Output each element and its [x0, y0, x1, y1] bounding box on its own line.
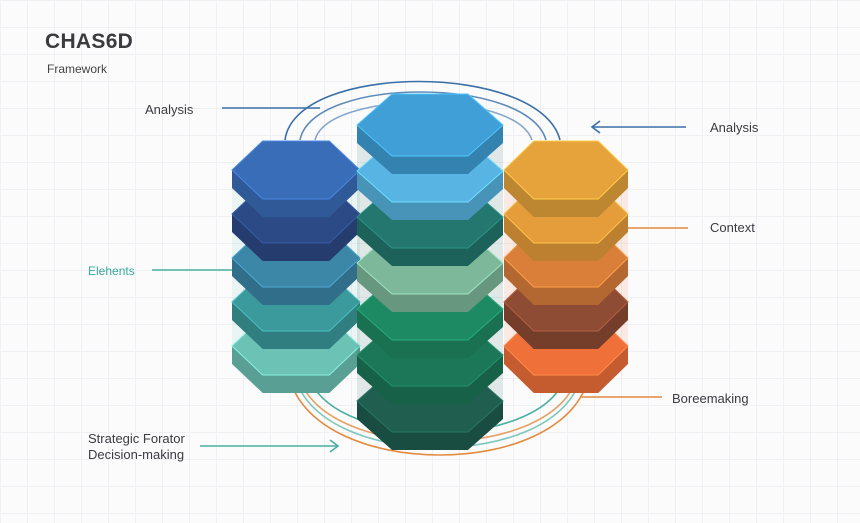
diagram-subtitle: Framework [47, 62, 108, 76]
right-stack-slab-side-4 [504, 302, 628, 349]
label-strategic-line2: Decision-making [88, 447, 185, 462]
center-stack-slab-side-1 [357, 125, 503, 174]
right-stack-slab-side-1 [504, 170, 628, 217]
label-analysis-right: Analysis [710, 120, 759, 135]
label-elements: Elehents [88, 264, 135, 278]
left-stack-slab-side-5 [232, 346, 360, 393]
center-stack-slab-side-5 [357, 309, 503, 358]
arrowhead-analysis-right [590, 120, 601, 134]
center-stack-slab-side-6 [357, 355, 503, 404]
left-stack-slab-side-4 [232, 302, 360, 349]
center-stack-slab-side-2 [357, 171, 503, 220]
center-stack-slab-side-3 [357, 217, 503, 266]
left-stack-slab-side-1 [232, 170, 360, 217]
bottom-arc-1 [289, 379, 589, 456]
right-stack-slab-side-3 [504, 258, 628, 305]
left-stack-slab-side-2 [232, 214, 360, 261]
diagram-title: CHAS6D [45, 30, 134, 53]
center-stack-slab-side-4 [357, 263, 503, 312]
label-strategic-line1: Strategic Forator [88, 431, 185, 446]
top-arc-1 [284, 80, 561, 141]
right-stack-slab-side-2 [504, 214, 628, 261]
top-arc-2 [299, 91, 547, 141]
center-hexagon-stack [356, 93, 504, 450]
right-stack-slab-side-5 [504, 346, 628, 393]
left-stack-slab-side-3 [232, 258, 360, 305]
center-stack-slab-side-7 [357, 401, 503, 450]
label-analysis-left: Analysis [145, 102, 194, 117]
label-strategic: Strategic Forator Decision-making [88, 431, 185, 463]
right-hexagon-stack [503, 140, 629, 393]
label-context: Context [710, 220, 755, 235]
label-bottom-right: Boreemaking [672, 391, 749, 406]
center-stack-slab-1 [356, 93, 504, 157]
left-hexagon-stack [231, 140, 361, 393]
arrowhead-strategic [329, 439, 340, 453]
leader-lines [152, 107, 688, 453]
right-stack-slab-1 [503, 140, 629, 200]
